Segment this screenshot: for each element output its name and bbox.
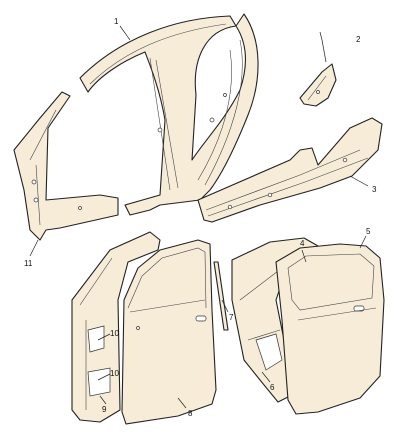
front-door-inner-frame bbox=[71, 231, 161, 423]
rocker-sill-panel bbox=[197, 117, 383, 223]
callout-4: 4 bbox=[300, 239, 305, 248]
leader-lines bbox=[29, 25, 369, 409]
door-weatherstrip bbox=[213, 261, 229, 331]
front-hinge-pillar bbox=[13, 91, 119, 241]
callout-3: 3 bbox=[372, 185, 377, 194]
callout-11: 11 bbox=[24, 259, 33, 268]
callout-9: 9 bbox=[102, 405, 107, 414]
callout-6: 6 bbox=[270, 383, 275, 392]
front-door-outer-panel bbox=[121, 239, 217, 425]
callout-7: 7 bbox=[229, 313, 234, 322]
body-side-outer-panel bbox=[79, 13, 259, 216]
callout-10-upper: 10 bbox=[110, 329, 119, 338]
callout-1: 1 bbox=[114, 17, 119, 26]
callout-5: 5 bbox=[366, 227, 371, 236]
callout-10-lower: 10 bbox=[110, 369, 119, 378]
rear-door-inner-frame bbox=[231, 237, 319, 403]
rear-door-outer-panel bbox=[275, 243, 385, 415]
callout-2: 2 bbox=[356, 35, 361, 44]
rear-wheelhouse-bracket bbox=[299, 31, 337, 107]
callout-8: 8 bbox=[188, 409, 193, 418]
